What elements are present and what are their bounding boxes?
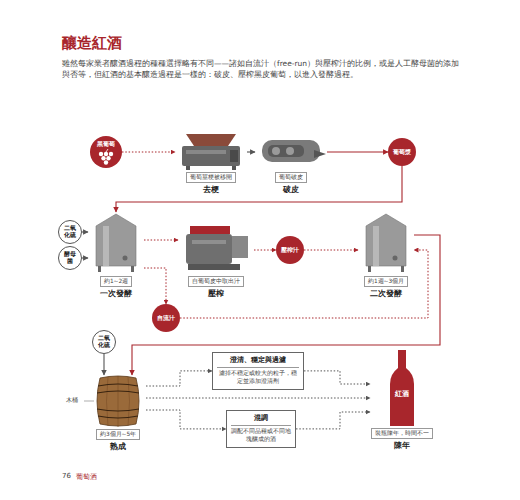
step-caption: 約1~2週 — [100, 276, 132, 287]
text-label: 葡萄酒 — [76, 472, 97, 482]
circle-text: 酵母菌 — [64, 251, 76, 265]
box-body: 調配不同品種或不同地塊釀成的酒 — [231, 428, 291, 444]
flow-connector — [146, 410, 226, 429]
step-label: 二次發酵 — [370, 289, 402, 298]
process-box: 澄清、穩定與過濾濾掉不穩定或較大的粒子，穩定並添加澄清劑 — [212, 352, 304, 390]
grape-circle: 黑葡萄 — [90, 136, 122, 168]
flow-connector — [144, 268, 166, 304]
step-label: 去梗 — [203, 185, 219, 194]
additive-circle: 二氧化硫 — [58, 220, 82, 244]
flow-connector — [82, 231, 88, 232]
machine-step: 葡萄破皮破皮 — [255, 132, 327, 194]
circle-text: 黑葡萄 — [97, 141, 115, 148]
step-label: 一次發酵 — [100, 289, 132, 298]
circle-text: 二氧化硫 — [64, 225, 76, 239]
process-box: 混調調配不同品種或不同地塊釀成的酒 — [226, 410, 296, 448]
step-label: 熟成 — [110, 442, 126, 451]
step-caption: 葡萄破皮 — [275, 172, 307, 183]
destemmer-machine — [182, 134, 240, 170]
step-caption: 葡萄莖梗被移開 — [186, 172, 236, 183]
diagram-title: 釀造紅酒 — [62, 34, 122, 53]
fermentation-tank — [96, 214, 136, 272]
flow-connector — [304, 371, 370, 384]
circle-text: 二氧化硫 — [98, 335, 110, 349]
box-heading: 澄清、穩定與過濾 — [217, 356, 299, 368]
flow-connector — [180, 250, 428, 318]
tank-step: 約1週~3個月二次發酵 — [358, 212, 414, 298]
bottle-step: 紅酒裝瓶陳年，時間不一陳年 — [370, 348, 434, 450]
flow-connector — [82, 257, 88, 258]
flow-connector — [103, 354, 104, 375]
flow-connector — [144, 240, 178, 241]
additive-circle: 二氧化硫 — [92, 330, 116, 354]
machine-step: 葡萄莖梗被移開去梗 — [175, 132, 247, 194]
flow-connector — [304, 250, 358, 251]
crusher-machine — [262, 140, 326, 162]
tank-step: 約1~2週一次發酵 — [88, 212, 144, 298]
step-caption: 自葡萄皮中取出汁 — [188, 276, 244, 287]
step-caption: 裝瓶陳年，時間不一 — [371, 428, 433, 439]
juice-circle: 葡萄漿 — [388, 138, 416, 166]
fermentation-tank — [366, 214, 406, 272]
additive-circle: 酵母菌 — [58, 246, 82, 270]
step-label: 壓榨 — [208, 289, 224, 298]
press-machine — [186, 226, 248, 270]
juice-circle: 壓榨汁 — [276, 236, 304, 264]
circle-text: 葡萄漿 — [393, 149, 411, 156]
bottle-text: 紅酒 — [395, 390, 409, 398]
step-caption: 約3個月~5年 — [96, 429, 140, 440]
flow-connector — [327, 151, 388, 152]
step-label: 陳年 — [394, 441, 410, 450]
flow-connector — [146, 371, 212, 386]
box-heading: 混調 — [231, 414, 291, 426]
flow-connector — [116, 166, 402, 212]
step-label: 破皮 — [283, 185, 299, 194]
flow-connector — [254, 250, 276, 251]
grape-circle — [90, 136, 122, 168]
flow-connector — [296, 412, 370, 429]
barrel-step: 約3個月~5年熟成 — [90, 375, 146, 451]
oak-barrel — [84, 376, 139, 427]
flow-connector — [122, 152, 175, 153]
box-body: 濾掉不穩定或較大的粒子，穩定並添加澄清劑 — [217, 370, 299, 386]
text-label: 木桶 — [66, 396, 78, 405]
juice-circle: 自流汁 — [152, 304, 180, 332]
flow-connector — [247, 151, 255, 152]
circle-text: 自流汁 — [157, 315, 175, 322]
wine-bottle — [390, 350, 414, 426]
step-caption: 約1週~3個月 — [364, 276, 408, 287]
press-step: 自葡萄皮中取出汁壓榨 — [178, 222, 254, 298]
text-label: 76 — [62, 472, 71, 480]
text-label: 雖然每家業者釀酒過程的種種選擇略有不同——諸如自流汁（free-run）與壓榨汁… — [62, 58, 462, 81]
circle-text: 壓榨汁 — [281, 247, 299, 254]
flow-connector — [146, 398, 370, 399]
